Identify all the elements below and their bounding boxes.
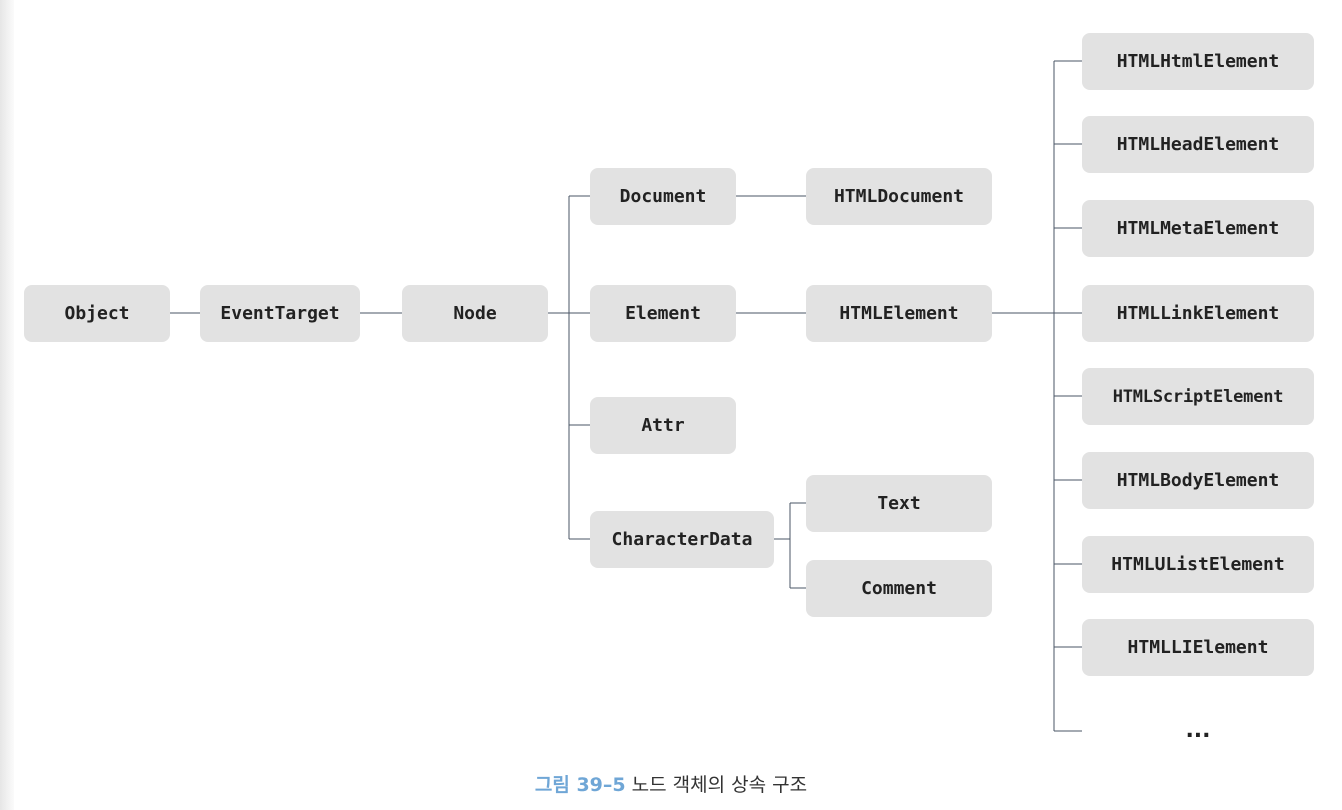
node-document: Document — [590, 168, 736, 225]
figure-number: 그림 39–5 — [534, 774, 626, 796]
node-htmlelement: HTMLElement — [806, 285, 992, 342]
node-htmlscriptelement: HTMLScriptElement — [1082, 368, 1314, 425]
node-characterdata: CharacterData — [590, 511, 774, 568]
node-htmlmetaelement: HTMLMetaElement — [1082, 200, 1314, 257]
more-children-marker: ... — [1185, 718, 1211, 743]
node-htmlhtmlelement: HTMLHtmlElement — [1082, 33, 1314, 90]
node-htmllinkelement: HTMLLinkElement — [1082, 285, 1314, 342]
node-node: Node — [402, 285, 548, 342]
node-htmlulistelement: HTMLUListElement — [1082, 536, 1314, 593]
node-htmldocument: HTMLDocument — [806, 168, 992, 225]
node-text: Text — [806, 475, 992, 532]
node-htmlbodyelement: HTMLBodyElement — [1082, 452, 1314, 509]
figure-caption-text: 노드 객체의 상속 구조 — [631, 774, 808, 796]
node-comment: Comment — [806, 560, 992, 617]
node-object: Object — [24, 285, 170, 342]
node-eventtarget: EventTarget — [200, 285, 360, 342]
page-edge-shadow — [0, 0, 14, 810]
node-htmlheadelement: HTMLHeadElement — [1082, 116, 1314, 173]
node-attr: Attr — [590, 397, 736, 454]
node-htmllielement: HTMLLIElement — [1082, 619, 1314, 676]
node-element: Element — [590, 285, 736, 342]
